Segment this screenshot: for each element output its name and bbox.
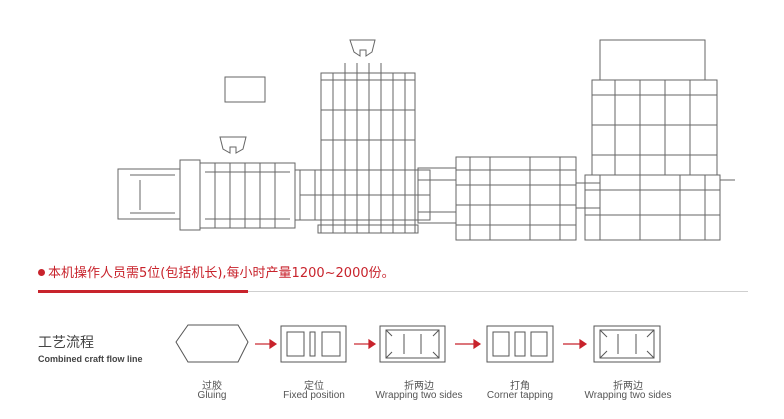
flow-arrow-icon	[563, 338, 588, 350]
corner-unit	[584, 39, 735, 241]
step-label-cn: 过胶	[202, 381, 222, 392]
step-label-en: Fixed position	[283, 390, 345, 401]
process-flow-diagram	[175, 324, 661, 363]
flow-arrow-icon	[455, 338, 482, 350]
step-label-en: Corner tapping	[486, 390, 554, 401]
step-shape-corner-tapping	[486, 325, 554, 363]
operator-note-text: 本机操作人员需5位(包括机长),每小时产量1200~2000份。	[48, 266, 395, 281]
step-shape-gluing	[175, 324, 249, 363]
placard-box	[224, 76, 266, 103]
step-label-cn: 打角	[510, 381, 530, 392]
hook-icon-top	[349, 39, 376, 57]
step-shape-wrapping-2	[593, 325, 661, 363]
bullet-icon	[38, 269, 45, 276]
step-label-cn: 定位	[304, 381, 324, 392]
step-label-en: Gluing	[197, 390, 227, 401]
flow-subtitle: Combined craft flow line	[38, 354, 143, 364]
step-shape-wrapping-1	[379, 325, 446, 363]
wrapping-section	[455, 156, 600, 241]
machine-line-drawing	[117, 39, 735, 241]
step-shape-fixed-position	[280, 325, 347, 363]
step-label-cn: 折两边	[404, 381, 434, 392]
flow-title: 工艺流程	[38, 335, 94, 351]
operator-note: 本机操作人员需5位(包括机长),每小时产量1200~2000份。	[38, 262, 395, 281]
step-label-cn: 折两边	[613, 381, 643, 392]
step-label-en: Wrapping two sides	[375, 390, 463, 401]
step-label-en: Wrapping two sides	[584, 390, 672, 401]
flow-arrow-icon	[354, 338, 377, 350]
hook-icon-left	[219, 136, 247, 154]
positioning-tower	[299, 63, 431, 234]
section-divider	[248, 291, 748, 292]
section-divider-accent	[38, 290, 248, 293]
feeder-section	[117, 159, 316, 231]
flow-arrow-icon	[255, 338, 278, 350]
